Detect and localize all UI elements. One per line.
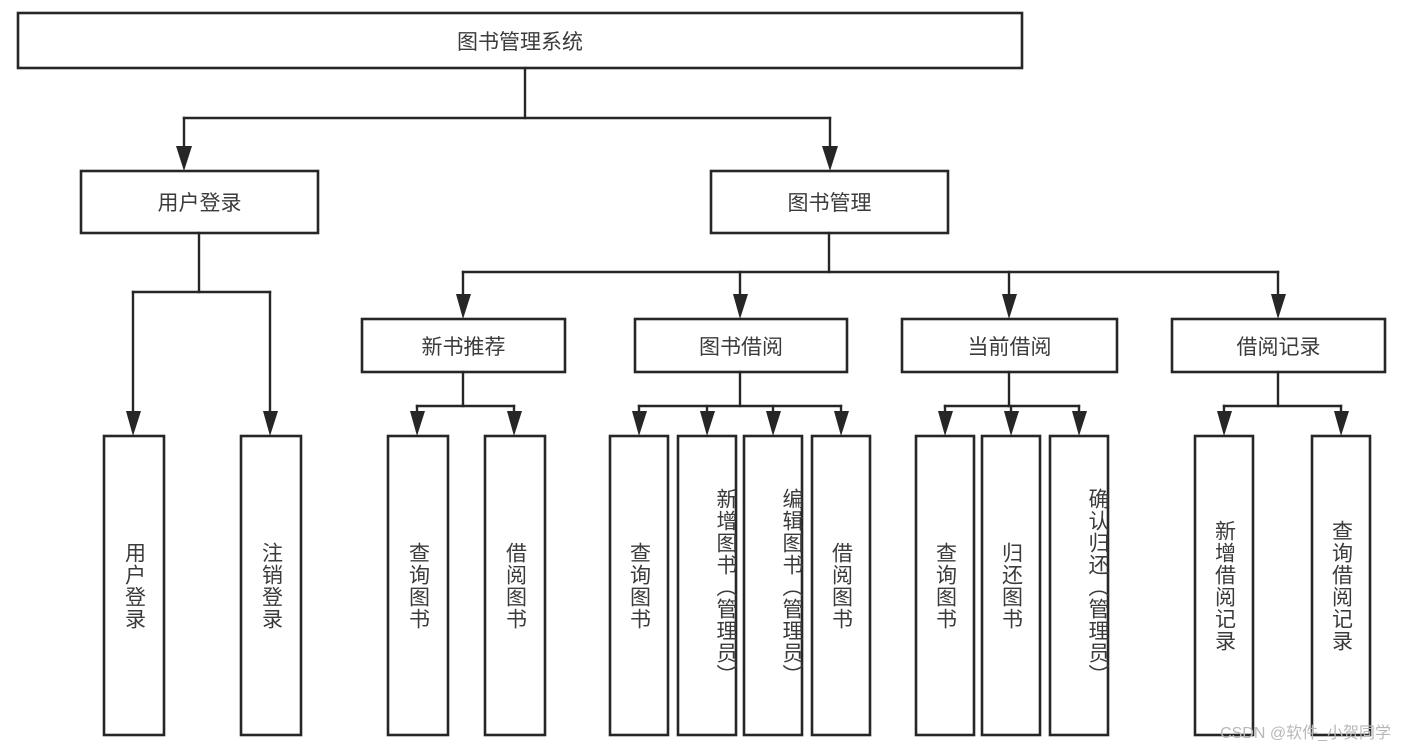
leaf-box-borrow-record-2[interactable] bbox=[1310, 434, 1372, 737]
arrow-book-borrow-leaf-3 bbox=[766, 411, 781, 436]
node-root-box[interactable] bbox=[16, 11, 1024, 70]
arrow-borrow-record-leaf-2 bbox=[1334, 411, 1349, 436]
leaf-box-new-book-2[interactable] bbox=[483, 434, 547, 737]
arrow-user-login-leaf-1 bbox=[126, 411, 141, 436]
leaf-box-book-borrow-2[interactable] bbox=[676, 434, 738, 737]
node-borrow-record-box[interactable] bbox=[1170, 317, 1387, 374]
leaf-box-book-borrow-3[interactable] bbox=[742, 434, 804, 737]
node-new-book-recommend-box[interactable] bbox=[360, 317, 567, 374]
arrow-current-borrow-leaf-1 bbox=[938, 411, 953, 436]
node-book-borrow-box[interactable] bbox=[633, 317, 849, 374]
arrow-book-mgmt-to-borrow bbox=[733, 294, 748, 319]
leaf-box-book-borrow-1[interactable] bbox=[608, 434, 670, 737]
arrow-current-borrow-leaf-2 bbox=[1004, 411, 1019, 436]
leaf-box-current-borrow-2[interactable] bbox=[980, 434, 1042, 737]
arrow-book-mgmt-to-record bbox=[1271, 294, 1286, 319]
leaf-box-current-borrow-1[interactable] bbox=[914, 434, 976, 737]
arrow-new-book-leaf-2 bbox=[507, 411, 522, 436]
arrow-current-borrow-leaf-3 bbox=[1072, 411, 1087, 436]
arrow-root-to-book-mgmt bbox=[822, 146, 838, 171]
node-book-mgmt-box[interactable] bbox=[709, 169, 950, 235]
leaf-box-user-login-1[interactable] bbox=[102, 434, 166, 737]
arrow-new-book-leaf-1 bbox=[410, 411, 425, 436]
arrow-book-mgmt-to-current bbox=[1002, 294, 1017, 319]
leaf-box-current-borrow-3[interactable] bbox=[1048, 434, 1110, 737]
node-current-borrow-box[interactable] bbox=[900, 317, 1119, 374]
arrow-book-borrow-leaf-2 bbox=[700, 411, 715, 436]
arrow-book-borrow-leaf-1 bbox=[632, 411, 647, 436]
arrow-root-to-user-login bbox=[176, 146, 192, 171]
leaf-box-book-borrow-4[interactable] bbox=[810, 434, 872, 737]
leaf-box-user-login-2[interactable] bbox=[239, 434, 303, 737]
arrow-borrow-record-leaf-1 bbox=[1217, 411, 1232, 436]
node-user-login-box[interactable] bbox=[79, 169, 320, 235]
arrow-book-borrow-leaf-4 bbox=[834, 411, 849, 436]
arrow-book-mgmt-to-new-book bbox=[456, 294, 471, 319]
leaf-box-new-book-1[interactable] bbox=[386, 434, 450, 737]
leaf-box-borrow-record-1[interactable] bbox=[1193, 434, 1255, 737]
arrow-user-login-leaf-2 bbox=[263, 411, 278, 436]
